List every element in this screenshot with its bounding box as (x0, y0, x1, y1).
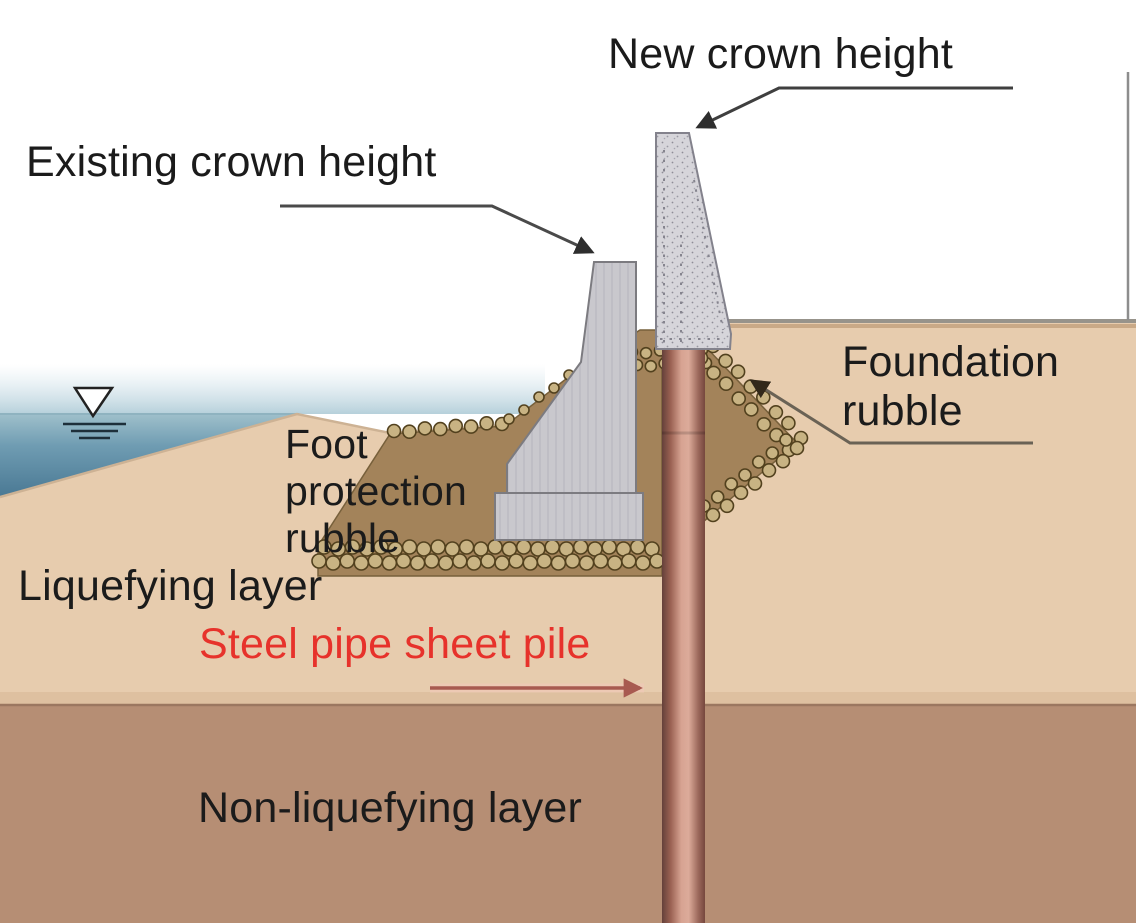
new-parapet-shape (655, 132, 733, 350)
ground-surface-line (727, 319, 1136, 328)
label-foot-protection-rubble: Foot protection rubble (285, 421, 467, 562)
foundation-rubble-leader (749, 379, 1033, 445)
label-non-liquefying-layer: Non-liquefying layer (198, 784, 583, 832)
label-foundation-rubble: Foundation rubble (842, 338, 1059, 436)
label-foot-protection-line1: Foot (285, 421, 368, 467)
existing-crown-leader (280, 204, 595, 254)
label-foot-protection-line3: rubble (285, 515, 401, 561)
label-existing-crown-height: Existing crown height (26, 138, 437, 186)
water-level-symbol (63, 386, 126, 440)
new-crown-leader (695, 86, 1013, 129)
existing-seawall-shape (494, 261, 644, 541)
label-foot-protection-line2: protection (285, 468, 468, 514)
label-liquefying-layer: Liquefying layer (18, 562, 323, 610)
leader-lines (280, 72, 1130, 698)
label-steel-pipe-sheet-pile: Steel pipe sheet pile (199, 620, 591, 668)
non-liquefying-layer-area (0, 703, 1136, 923)
label-foundation-rubble-line1: Foundation (842, 338, 1060, 386)
steel-pipe-pile-shape (662, 344, 705, 923)
label-foundation-rubble-line2: rubble (842, 387, 963, 435)
label-new-crown-height: New crown height (608, 30, 953, 78)
